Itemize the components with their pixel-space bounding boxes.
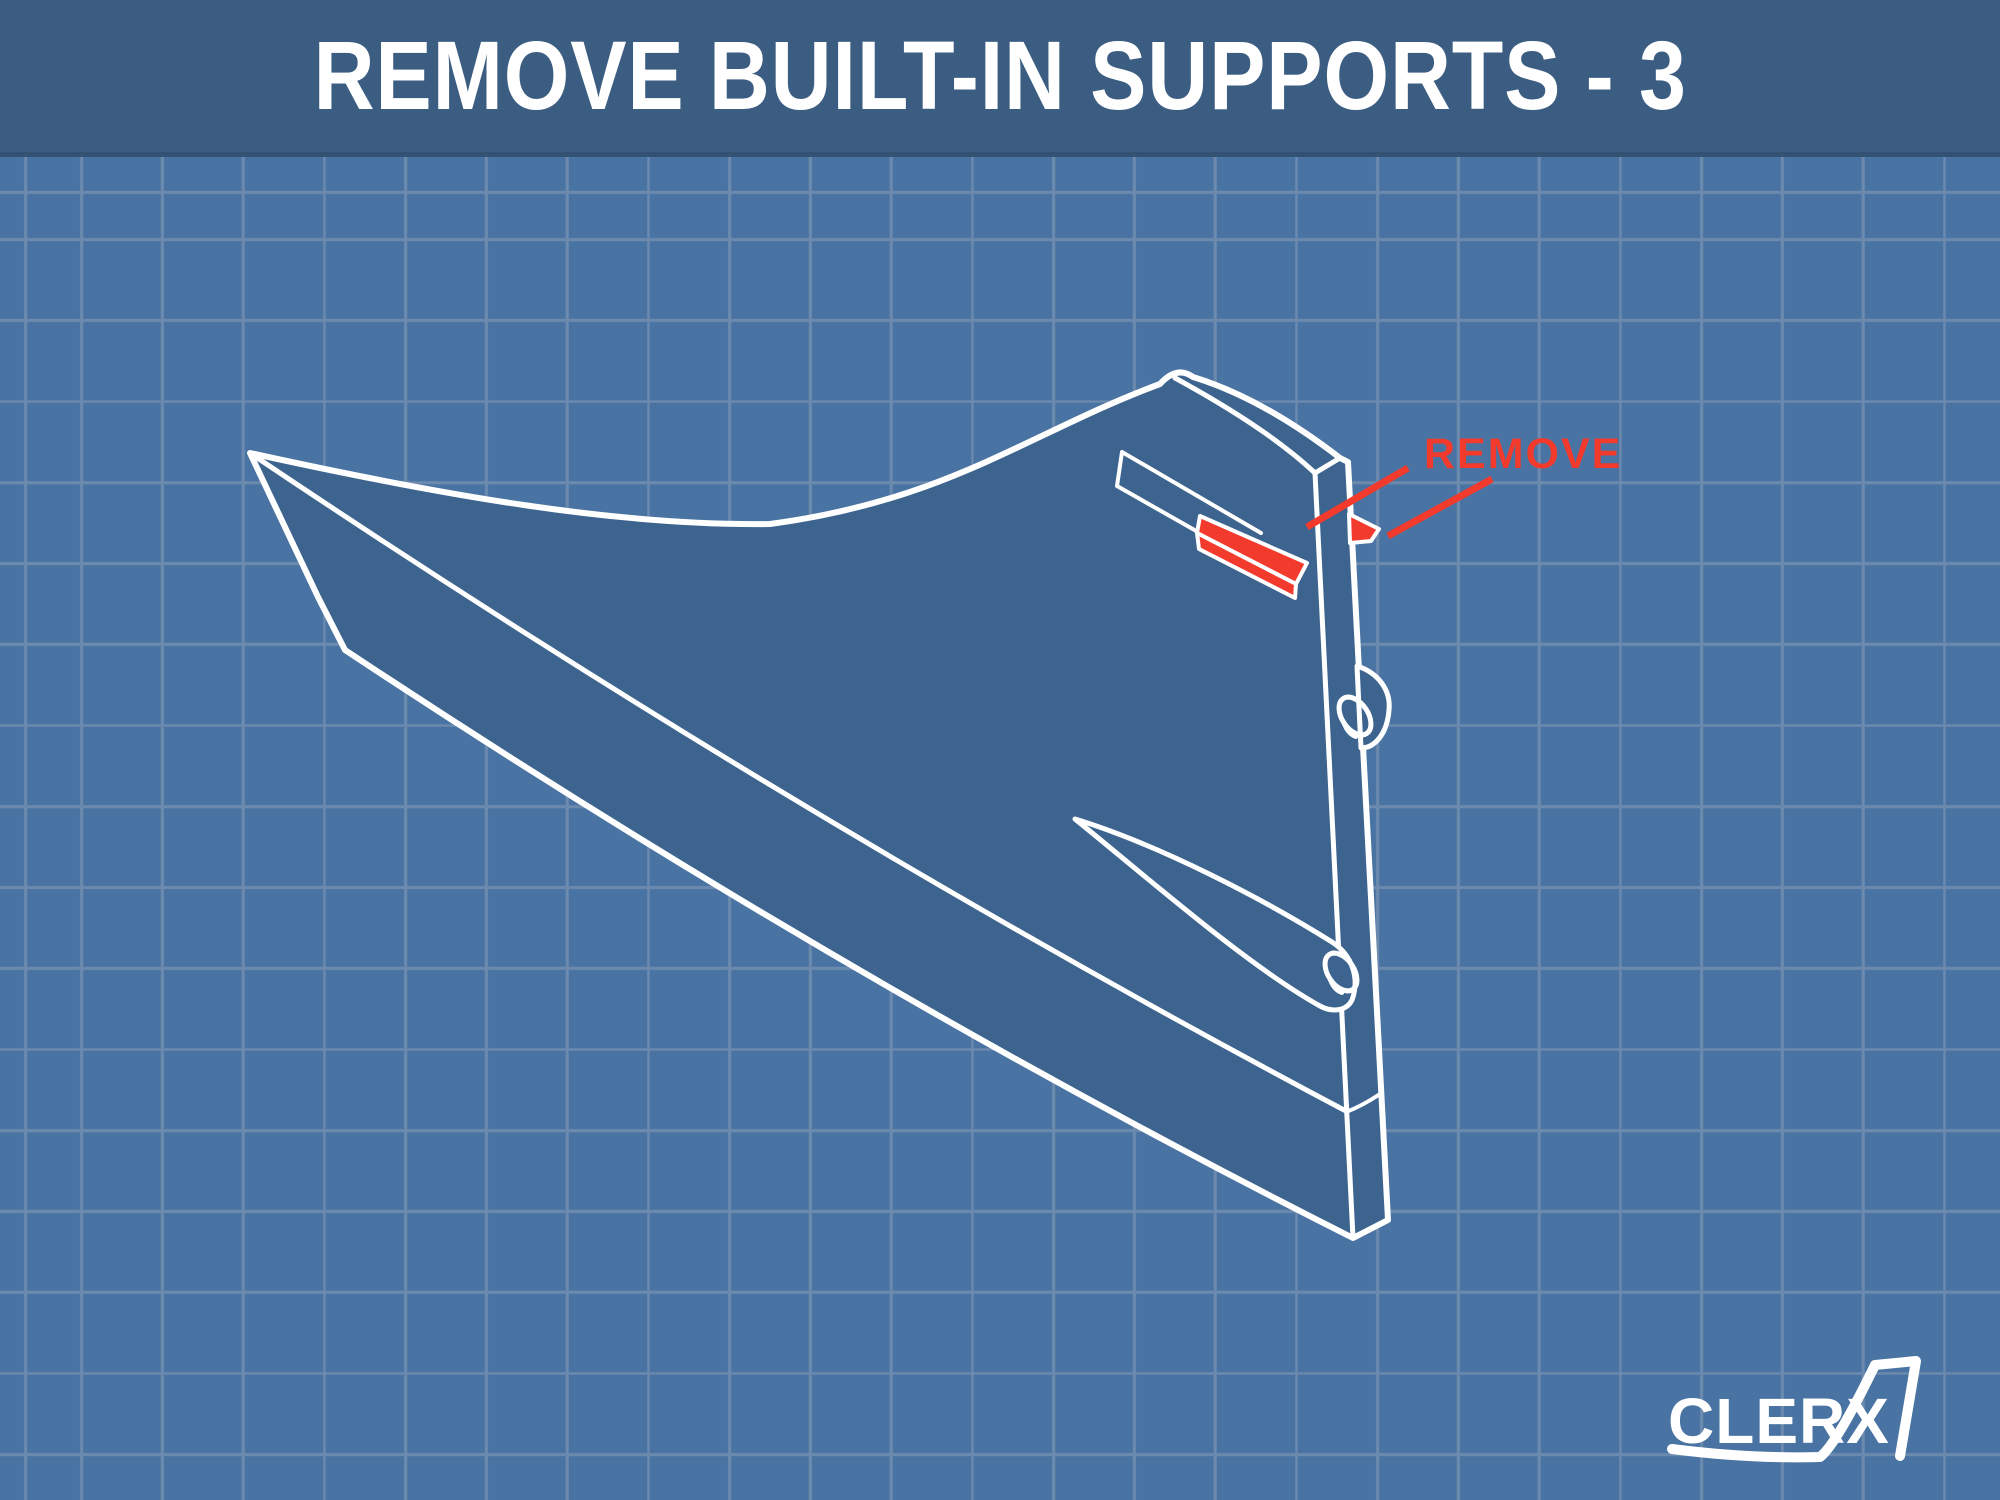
- clerx-logo: CLERX: [1664, 1354, 1926, 1470]
- title-bar: REMOVE BUILT-IN SUPPORTS - 3: [0, 0, 2000, 157]
- blueprint-grid: [0, 157, 2000, 1500]
- clerx-wordmark: CLERX: [1668, 1385, 1890, 1457]
- clerx-winglet-icon: [1667, 1356, 1921, 1463]
- page-title: REMOVE BUILT-IN SUPPORTS - 3: [313, 21, 1687, 130]
- remove-callout-label: REMOVE: [1424, 430, 1623, 478]
